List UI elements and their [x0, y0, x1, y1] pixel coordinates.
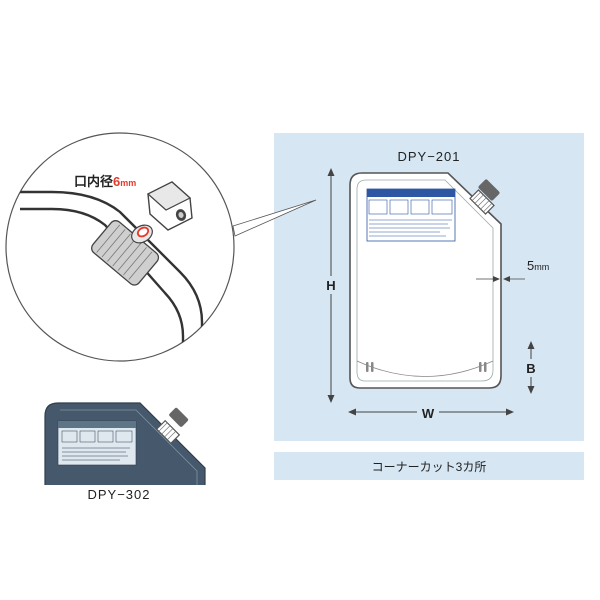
zoom-pointer [232, 199, 317, 237]
height-label: H [326, 278, 335, 293]
bottom-label: B [526, 361, 535, 376]
inner-diameter-label: 口内径6mm [74, 174, 136, 189]
dpy-201-cap-icon [469, 179, 500, 215]
dpy-302-model-label: DPY−302 [87, 487, 150, 502]
zoom-spout-detail [20, 181, 204, 361]
width-dimension [348, 404, 514, 420]
corner-note-panel [274, 452, 584, 480]
dpy-302-cap-icon [155, 407, 189, 445]
dpy-302-bag [44, 402, 206, 485]
height-dimension [323, 168, 339, 403]
bottom-dimension [523, 341, 539, 394]
corner-cut-note: コーナーカット3カ所 [372, 460, 487, 474]
dpy-201-model-label: DPY−201 [397, 149, 460, 164]
margin-value: 5mm [527, 258, 549, 273]
margin-callout [476, 276, 525, 282]
width-label: W [422, 406, 435, 421]
dpy-201-bag [349, 172, 502, 389]
